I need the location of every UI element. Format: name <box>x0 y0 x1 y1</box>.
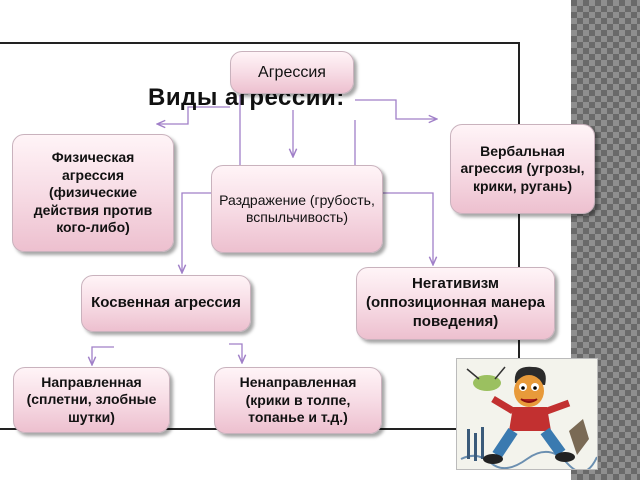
node-aggression: Агрессия <box>230 51 354 94</box>
node-verbal-aggression: Вербальная агрессия (угрозы, крики, руга… <box>450 124 595 214</box>
arrow-indirect-undirected <box>229 343 242 362</box>
arrow-root-verbal <box>355 99 436 119</box>
angry-cartoon-boy-icon <box>456 358 598 470</box>
node-indirect-aggression: Косвенная агрессия <box>81 275 251 332</box>
arrow-root-physical <box>158 106 230 124</box>
node-irritation: Раздражение (грубость, вспыльчивость) <box>211 165 383 253</box>
arrow-root-negativism <box>354 120 433 264</box>
node-undirected: Ненаправленная (крики в толпе, топанье и… <box>214 367 382 434</box>
node-directed: Направленная (сплетни, злобные шутки) <box>13 367 170 433</box>
arrow-indirect-directed <box>92 346 114 364</box>
node-negativism: Негативизм (оппозиционная манера поведен… <box>356 267 555 340</box>
node-physical-aggression: Физическая агрессия (физические действия… <box>12 134 174 252</box>
